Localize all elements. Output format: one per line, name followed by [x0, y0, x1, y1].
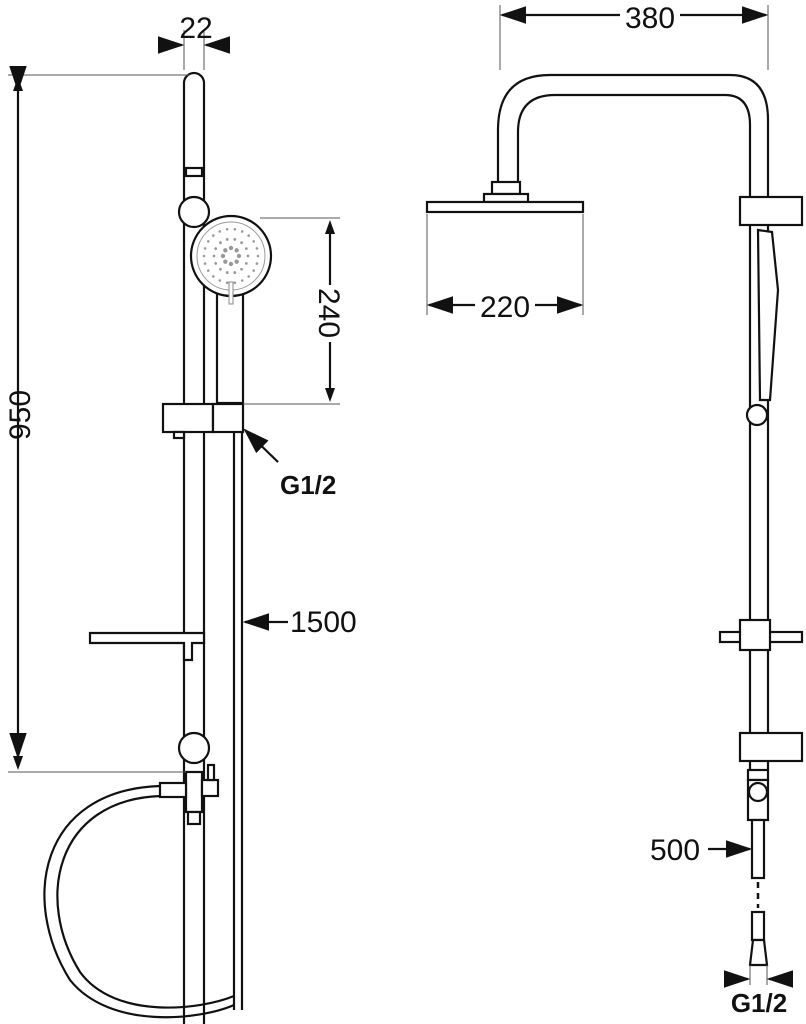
hand-shower-side [756, 228, 780, 402]
lower-holder [738, 731, 804, 763]
hose [232, 432, 244, 1010]
rail-marker [184, 166, 204, 178]
label-g12-bottom: G1/2 [731, 988, 787, 1018]
soap-dish [88, 631, 206, 662]
dim-950: 950 [4, 390, 37, 440]
lower-knob [177, 731, 211, 765]
shower-arm-inner [516, 93, 752, 770]
holder-bracket [161, 402, 215, 434]
supply-hose [750, 818, 766, 880]
upper-holder [738, 195, 804, 227]
hose-loop-inner [56, 794, 235, 1009]
diverter [184, 770, 204, 814]
dim-500: 500 [650, 834, 700, 867]
slide-rail [182, 71, 206, 1024]
label-g12-left: G1/2 [280, 470, 336, 500]
supply-connector [748, 938, 769, 967]
hose-loop-outer [43, 784, 235, 1019]
right-view [425, 5, 804, 988]
dim-380: 380 [625, 2, 675, 35]
rain-shower-head [425, 200, 585, 214]
left-view [8, 30, 340, 1024]
upper-knob [177, 195, 211, 229]
dim-220: 220 [480, 291, 530, 324]
dim-22: 22 [179, 12, 212, 45]
dim-240: 240 [312, 288, 345, 338]
diverter-side [746, 768, 770, 782]
dim-1500: 1500 [290, 606, 357, 639]
head-neck [490, 180, 522, 196]
shower-arm-outer [496, 73, 770, 770]
